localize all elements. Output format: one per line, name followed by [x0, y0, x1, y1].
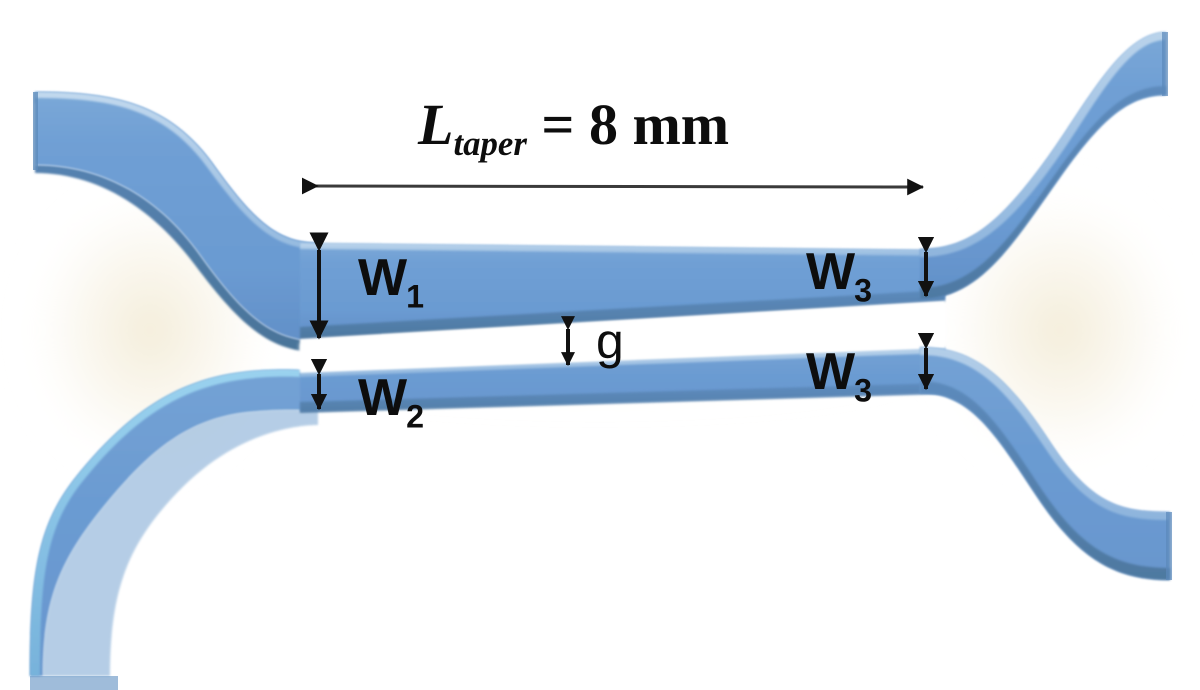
lower-coupling-waveguide — [300, 347, 945, 413]
upper-input-arm — [33, 92, 318, 352]
taper-length-subscript: taper — [453, 124, 527, 164]
w3-upper-symbol: W — [806, 243, 855, 301]
lower-output-arm — [920, 347, 1172, 580]
lower-input-arm — [30, 369, 318, 690]
taper-length-label: Ltaper = 8 mm — [418, 96, 729, 162]
w1-symbol: W — [358, 249, 407, 307]
upper-coupling-waveguide — [300, 243, 945, 340]
w3-upper-label: W3 — [806, 246, 872, 306]
taper-length-value: 8 — [588, 92, 618, 157]
gap-label: g — [596, 316, 624, 366]
w2-subscript: 2 — [406, 398, 425, 435]
w3-lower-symbol: W — [806, 343, 855, 401]
upper-output-arm — [920, 32, 1168, 299]
w1-subscript: 1 — [406, 278, 425, 315]
w2-label: W2 — [358, 372, 424, 432]
w2-symbol: W — [358, 369, 407, 427]
taper-length-unit: mm — [632, 92, 730, 157]
gap-symbol: g — [596, 313, 624, 369]
taper-length-equals: = — [541, 92, 575, 157]
taper-length-symbol: L — [418, 92, 454, 157]
taper-length-arrow — [301, 177, 925, 196]
w3-lower-subscript: 3 — [854, 372, 873, 409]
coupling-gap — [300, 301, 945, 373]
w3-lower-label: W3 — [806, 346, 872, 406]
w1-label: W1 — [358, 252, 424, 312]
w3-upper-subscript: 3 — [854, 272, 873, 309]
